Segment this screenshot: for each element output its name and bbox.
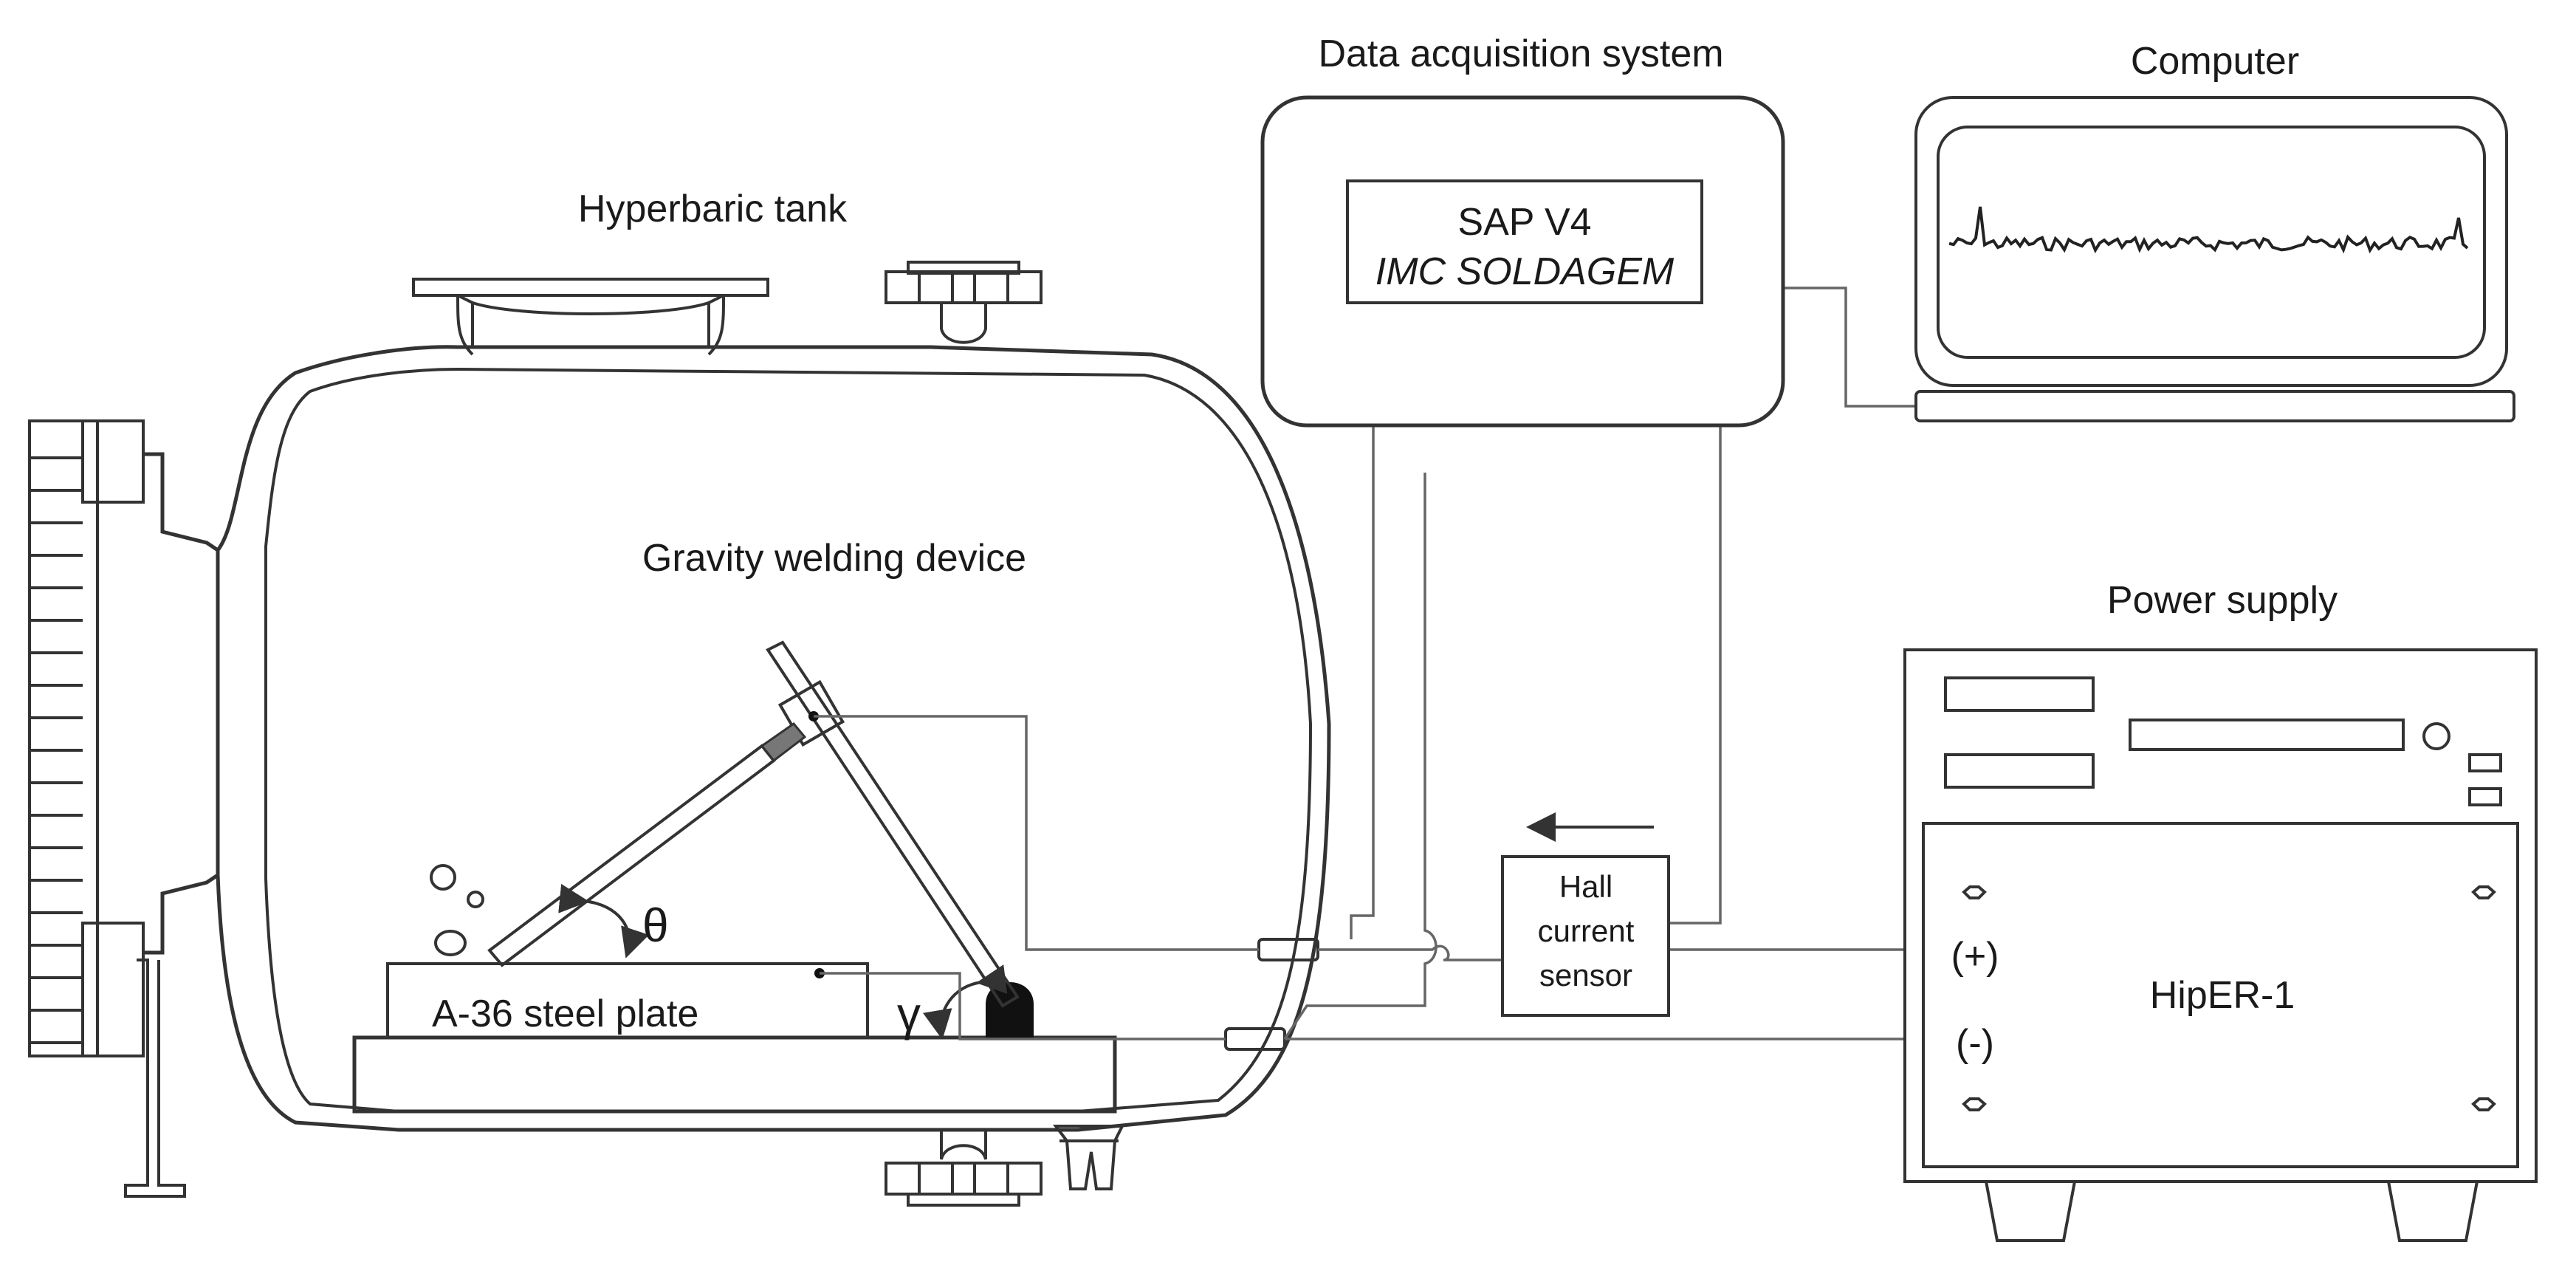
theta-angle-arc [558,883,650,959]
base-platform [352,1035,1117,1114]
bolt-icon [1962,1097,1987,1111]
title-data-acquisition-system: Data acquisition system [1318,32,1723,75]
computer-base [1914,390,2515,422]
top-nozzle [885,261,1043,344]
feedthrough-upper [1257,938,1319,961]
bolt-icon [2471,1097,2496,1111]
guide-rod [766,640,1020,1008]
tank-left-flange [28,419,220,1057]
tank-support-left [124,959,186,1198]
bottom-nozzle [885,1130,1043,1207]
hall-sensor-label-1: Hall [1559,869,1612,904]
hall-sensor-label-2: current [1538,913,1635,948]
gamma-symbol: γ [897,987,921,1040]
hyperbaric-tank [28,261,1331,1207]
daq-label-panel [1346,179,1703,304]
feedthrough-lower [1224,1027,1286,1051]
title-computer: Computer [2131,40,2299,83]
title-power-supply: Power supply [2107,579,2338,622]
hall-sensor-label-3: sensor [1539,958,1632,992]
power-supply-model-label: HipER-1 [2150,974,2295,1017]
electrode [487,721,807,967]
bolt-icon [2471,885,2496,899]
power-supply [1903,648,2538,1242]
title-gravity-welding-device: Gravity welding device [642,537,1026,580]
gamma-angle-arc [923,964,1008,1040]
title-hyperbaric-tank: Hyperbaric tank [578,188,848,230]
steel-plate [386,962,869,1039]
signal-trace [1948,206,2469,254]
power-supply-foot-right [2386,1180,2479,1242]
computer [1914,96,2515,422]
tank-support-right [1053,1125,1125,1190]
power-supply-foot-left [1984,1180,2077,1242]
theta-symbol: θ [642,899,669,952]
hall-current-sensor [1501,855,1670,1017]
gas-bubbles [430,864,484,956]
tank-shell-inner [264,367,1313,1113]
daq-model-label: SAP V4 [1457,201,1591,244]
top-manway [412,278,769,356]
tank-shell-outer [216,345,1331,1132]
daq-maker-label: IMC SOLDAGEM [1375,250,1675,293]
wiring [814,287,1916,1051]
steel-plate-label: A-36 steel plate [432,992,698,1035]
positive-terminal-label: (+) [1951,935,1999,978]
data-acquisition-system [1260,95,1785,428]
negative-terminal-label: (-) [1956,1022,1994,1065]
power-knob-icon [2422,722,2450,750]
gravity-welding-device [352,640,1117,1114]
bolt-icon [1962,885,1987,899]
